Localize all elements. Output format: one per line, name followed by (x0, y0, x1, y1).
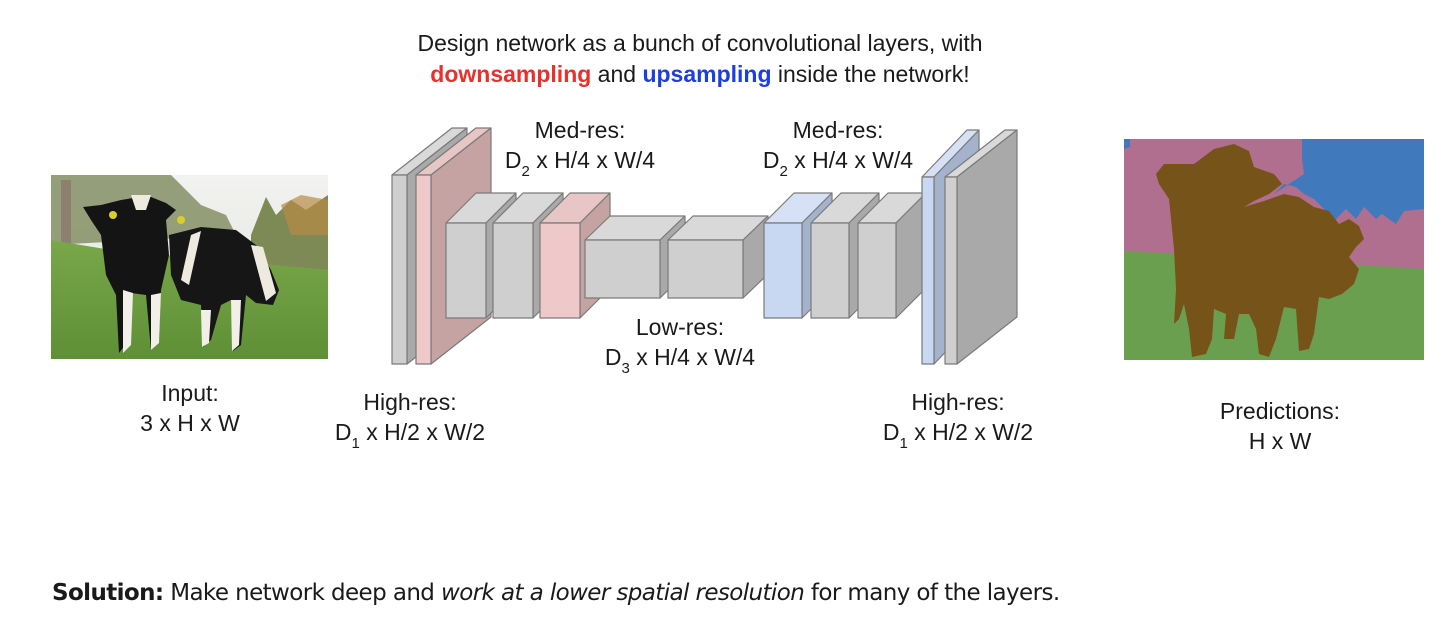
high-res-left-title: High-res: (363, 389, 457, 415)
upsampling-word: upsampling (642, 61, 772, 87)
low-res-dims: D3 x H/4 x W/4 (570, 342, 790, 376)
low-res-title: Low-res: (635, 314, 725, 340)
layer-block-high-res-right-2 (944, 129, 1018, 365)
block-front-face (921, 176, 935, 365)
dim-prefix: D (882, 419, 900, 445)
dim-prefix: D (604, 344, 622, 370)
med-res-left-title: Med-res: (534, 117, 626, 143)
layer-block-low-res-2 (667, 215, 769, 299)
med-res-right-label: Med-res: D2 x H/4 x W/4 (728, 115, 948, 179)
block-front-face (391, 174, 408, 365)
high-res-left-dims: D1 x H/2 x W/2 (300, 417, 520, 451)
high-res-left-label: High-res: D1 x H/2 x W/2 (300, 387, 520, 451)
predictions-label: Predictions: H x W (1190, 396, 1370, 456)
med-res-right-title: Med-res: (792, 117, 884, 143)
high-res-right-title: High-res: (911, 389, 1005, 415)
photo-cow2-patch (181, 231, 201, 285)
dim-prefix: D (762, 147, 780, 173)
seg-cow-region (1156, 144, 1364, 357)
dim-rest: x H/2 x W/2 (907, 419, 1034, 445)
solution-plain-2: for many of the layers. (804, 580, 1060, 606)
dim-prefix: D (334, 419, 352, 445)
block-front-face (810, 222, 850, 319)
seg-sky-region (1274, 139, 1424, 224)
med-res-left-dims: D2 x H/4 x W/4 (470, 145, 690, 179)
photo-cow2-blaze (251, 245, 276, 301)
block-front-face (539, 222, 581, 319)
dim-subscript: 1 (899, 435, 908, 452)
predictions-title: Predictions: (1219, 398, 1341, 424)
photo-ear-tag-left (109, 211, 117, 219)
input-label: Input: 3 x H x W (110, 378, 270, 438)
predictions-dims: H x W (1248, 428, 1312, 454)
dim-rest: x H/4 x W/4 (529, 147, 656, 173)
dim-subscript: 2 (521, 163, 530, 180)
downsampling-word: downsampling (430, 61, 592, 87)
high-res-right-label: High-res: D1 x H/2 x W/2 (848, 387, 1068, 451)
dim-rest: x H/4 x W/4 (629, 344, 756, 370)
block-front-face (492, 222, 534, 319)
photo-autumn-leaves (281, 195, 328, 235)
photo-cow-back (169, 227, 279, 351)
predictions-image (1124, 139, 1424, 360)
low-res-label: Low-res: D3 x H/4 x W/4 (570, 312, 790, 376)
block-front-face (667, 239, 744, 299)
solution-plain-1: Make network deep and (163, 580, 442, 606)
photo-ear-tag-right (177, 216, 185, 224)
high-res-right-dims: D1 x H/2 x W/2 (848, 417, 1068, 451)
input-image (51, 175, 328, 359)
headline-and: and (591, 61, 643, 87)
solution-label: Solution: (52, 580, 164, 606)
photo-tree-trunk (61, 180, 71, 245)
solution-emphasis: work at a lower spatial resolution (441, 580, 805, 606)
dim-subscript: 2 (779, 163, 788, 180)
block-front-face (445, 222, 487, 319)
dim-subscript: 3 (621, 360, 630, 377)
input-label-title: Input: (161, 380, 219, 406)
headline: Design network as a bunch of convolution… (0, 28, 1400, 90)
block-front-face (944, 176, 958, 365)
block-front-face (857, 222, 897, 319)
photo-cow-leg-white-2 (151, 293, 161, 350)
photo-cow2-leg-white (201, 310, 211, 347)
med-res-left-label: Med-res: D2 x H/4 x W/4 (470, 115, 690, 179)
photo-cow-leg-white (123, 290, 133, 353)
solution-text: Solution: Make network deep and work at … (52, 580, 1060, 606)
dim-rest: x H/2 x W/2 (359, 419, 486, 445)
seg-sky-corner (1124, 139, 1130, 149)
input-label-dims: 3 x H x W (140, 410, 240, 436)
photo-cow2-leg-white-2 (231, 300, 241, 351)
med-res-right-dims: D2 x H/4 x W/4 (728, 145, 948, 179)
photo-cow-blaze (131, 195, 151, 210)
dim-prefix: D (504, 147, 522, 173)
layer-block-med-res-right-3 (857, 192, 927, 319)
dim-subscript: 1 (351, 435, 360, 452)
headline-line-1: Design network as a bunch of convolution… (417, 30, 983, 56)
block-front-face (415, 174, 432, 365)
block-front-face (763, 222, 803, 319)
headline-line-2: downsampling and upsampling inside the n… (0, 59, 1400, 90)
dim-rest: x H/4 x W/4 (787, 147, 914, 173)
headline-tail: inside the network! (771, 61, 970, 87)
block-front-face (584, 239, 661, 299)
